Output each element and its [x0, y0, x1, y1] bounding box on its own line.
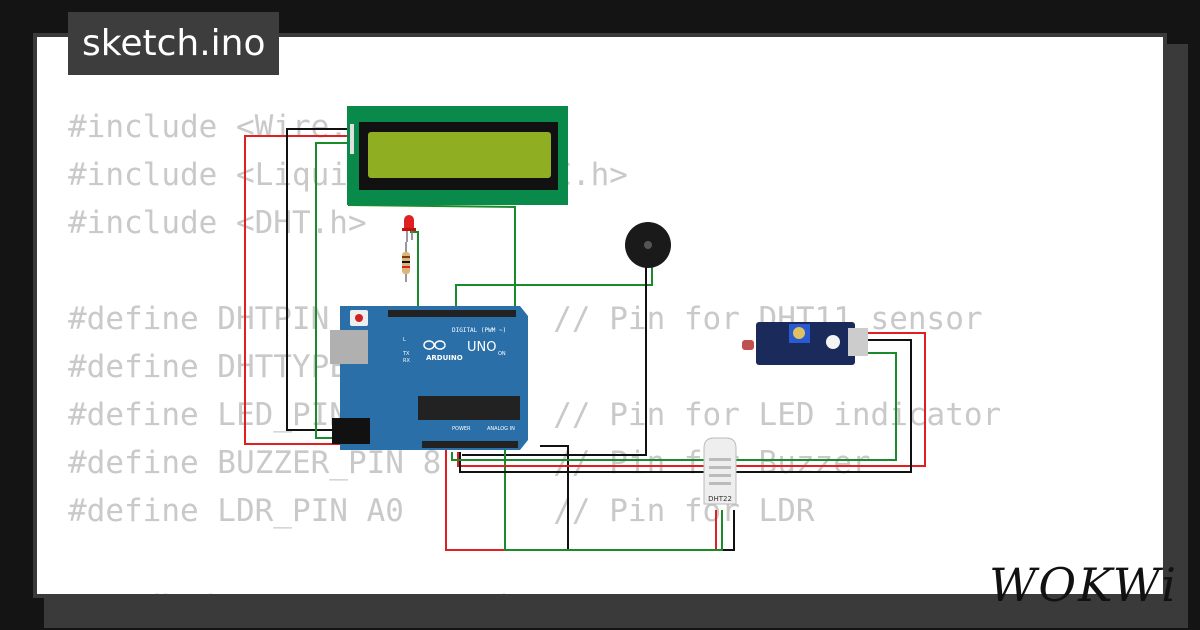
l-label: L: [403, 337, 406, 343]
power-label: POWER: [452, 426, 471, 432]
wire-red-ldr: [457, 332, 926, 467]
photoresistor-icon: [742, 340, 754, 350]
atmega-chip: [418, 396, 520, 420]
digital-header: [388, 310, 516, 317]
ldr-pins: [848, 328, 868, 356]
code-line: #define LED_PIN 7 // Pin for LED indicat…: [68, 397, 1002, 433]
uno-label: UNO: [467, 340, 496, 355]
buzzer-icon[interactable]: [625, 222, 671, 268]
lcd-display[interactable]: [347, 106, 568, 205]
wire-green-buzzer: [455, 265, 653, 308]
analog-label: ANALOG IN: [487, 426, 515, 432]
power-analog-header: [422, 441, 518, 448]
on-label: ON: [498, 351, 506, 357]
dht-grille: [709, 458, 731, 485]
file-tab[interactable]: sketch.ino: [68, 12, 280, 75]
arduino-uno-board[interactable]: DIGITAL (PWM ~) UNO ARDUINO TX RX L ON P…: [330, 306, 528, 450]
reset-button[interactable]: [355, 314, 363, 322]
ldr-led-icon: [826, 335, 840, 349]
digital-label: DIGITAL (PWM ~): [452, 327, 506, 334]
wire-black-ldr: [459, 339, 912, 473]
code-line: #define LDR_PIN A0 // Pin for LDR: [68, 493, 815, 529]
dht22-sensor[interactable]: DHT22: [703, 437, 737, 505]
usb-port: [330, 330, 368, 364]
dht-label: DHT22: [708, 495, 732, 503]
wire-green-dht: [504, 440, 723, 551]
wokwi-logo: WOKWi: [989, 558, 1178, 612]
rx-label: RX: [403, 358, 410, 364]
power-jack: [332, 418, 370, 444]
ldr-sensor-module[interactable]: [742, 322, 868, 365]
wire-green-led: [410, 231, 419, 308]
lcd-pins: [350, 124, 354, 154]
led-icon[interactable]: [402, 215, 416, 242]
code-line: #include <DHT.h>: [68, 205, 367, 241]
code-line: DHT dht(DHTPIN, DHTTYPE);: [68, 589, 535, 594]
arduino-label: ARDUINO: [426, 354, 463, 362]
resistor-icon[interactable]: [402, 242, 410, 282]
arduino-logo-icon: [423, 340, 446, 350]
wire-black-left: [286, 128, 354, 431]
wire-green-ldr: [451, 352, 897, 461]
wire-black-buzzer: [462, 265, 647, 456]
tx-label: TX: [402, 351, 410, 357]
